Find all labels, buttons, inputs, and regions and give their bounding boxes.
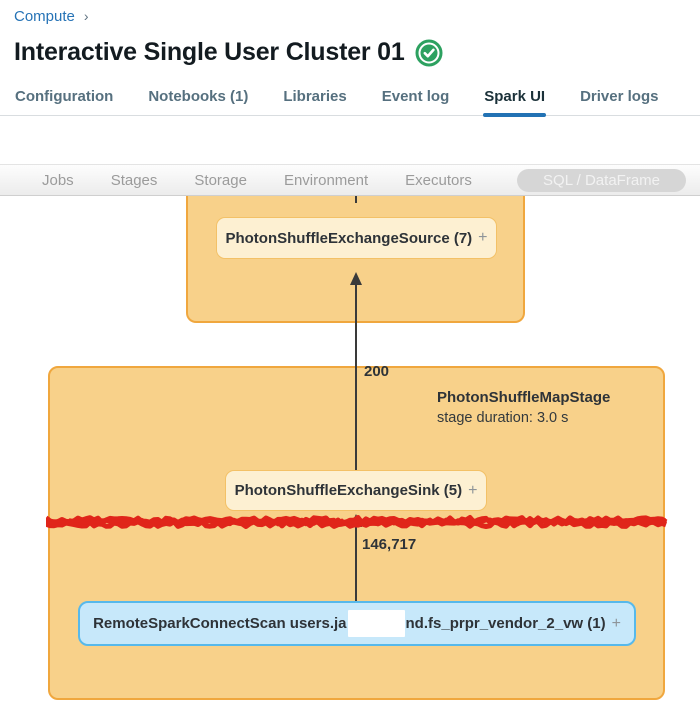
edge-sink-to-source [355,284,357,470]
tab-driver-logs[interactable]: Driver logs [580,88,659,105]
spark-tab-sql-dataframe[interactable]: SQL / DataFrame [517,168,686,192]
node-photon-shuffle-exchange-source[interactable]: PhotonShuffleExchangeSource (7) + [216,217,497,259]
edge-scan-to-sink [355,526,357,603]
tab-libraries[interactable]: Libraries [283,88,347,105]
redaction-scribble [46,515,668,529]
node-remote-spark-connect-scan[interactable]: RemoteSparkConnectScan users.ja nd.fs_prp… [78,601,636,646]
stage-name: PhotonShuffleMapStage [437,389,611,406]
tab-notebooks[interactable]: Notebooks (1) [148,88,249,105]
breadcrumb-compute-link[interactable]: Compute [14,8,75,25]
tab-configuration[interactable]: Configuration [15,88,114,105]
tab-spark-ui[interactable]: Spark UI [483,82,546,117]
edge-stub-above-source [355,196,357,203]
spark-tab-environment[interactable]: Environment [283,171,369,189]
expand-plus-icon[interactable]: + [611,614,621,632]
node-photon-shuffle-exchange-sink[interactable]: PhotonShuffleExchangeSink (5) + [225,470,487,511]
page-title: Interactive Single User Cluster 01 [14,38,405,66]
redaction-box [347,610,405,637]
edge-row-count-146717: 146,717 [362,536,417,553]
breadcrumb-chevron-icon: › [83,8,89,24]
cluster-tabs: Configuration Notebooks (1) Libraries Ev… [0,82,700,117]
breadcrumb: Compute › [14,8,89,25]
node-label: PhotonShuffleExchangeSource (7) [225,229,473,247]
stage-caption: PhotonShuffleMapStage stage duration: 3.… [437,389,610,426]
spark-tab-stages[interactable]: Stages [110,171,158,189]
spark-ui-navbar: Jobs Stages Storage Environment Executor… [0,164,700,196]
node-label: PhotonShuffleExchangeSink (5) [234,482,463,499]
node-label-prefix: RemoteSparkConnectScan users.ja [93,615,347,632]
expand-plus-icon[interactable]: + [468,481,478,499]
expand-plus-icon[interactable]: + [478,229,488,246]
tab-event-log[interactable]: Event log [381,88,450,105]
spark-tab-jobs[interactable]: Jobs [42,171,74,189]
arrowhead-to-source [350,272,362,285]
cluster-running-status-icon [415,39,443,67]
title-row: Interactive Single User Cluster 01 [14,38,443,67]
stage-duration: stage duration: 3.0 s [437,410,569,426]
edge-row-count-200: 200 [364,363,390,380]
node-label-suffix: nd.fs_prpr_vendor_2_vw (1) [405,615,606,632]
spark-tab-storage[interactable]: Storage [194,171,247,189]
spark-tab-executors[interactable]: Executors [405,171,472,189]
